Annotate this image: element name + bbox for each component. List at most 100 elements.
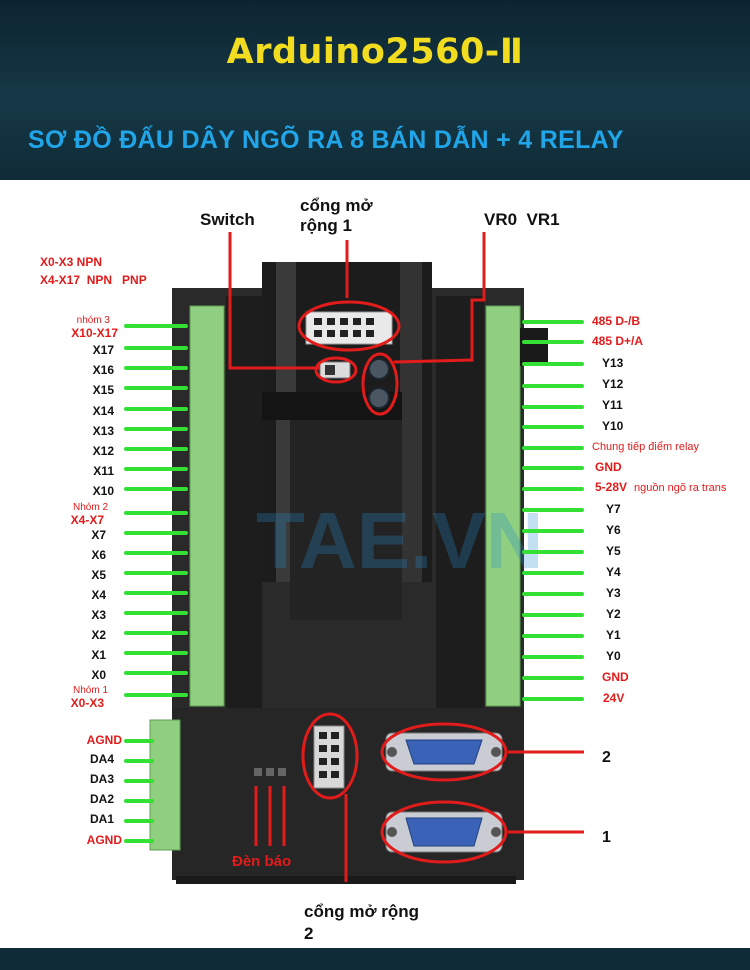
right-pin-wire (522, 571, 584, 575)
right-pin-label: Y4 (606, 565, 621, 579)
left-pin-label: X10-X17 (71, 326, 118, 340)
left-pin-wire (124, 427, 188, 431)
left-pin-wire (124, 531, 188, 535)
right-pin-label: Y5 (606, 544, 621, 558)
expansion-port-2-label: cổng mở rộng 2 (304, 902, 420, 943)
left-pin-wire (124, 651, 188, 655)
db9-1-label: 1 (602, 829, 611, 846)
left-pin-label: X5 (91, 568, 106, 582)
right-pin-label: GND (595, 460, 622, 474)
left-pin-wire (124, 511, 188, 515)
left-pin-label: X6 (91, 548, 106, 562)
watermark: TAE.VN (256, 496, 544, 585)
right-pin-wire (522, 384, 584, 388)
left-pin-label: X11 (93, 464, 114, 478)
footer-bar (0, 948, 750, 970)
right-pin-label: Y13 (602, 356, 624, 370)
left-pin-wire (124, 571, 188, 575)
right-terminal-strip (485, 305, 521, 707)
left-pin-wire (124, 591, 188, 595)
analog-pin-wire (124, 819, 154, 823)
expansion-port-2-connector (313, 725, 345, 789)
left-pin-wire (124, 611, 188, 615)
expansion-port-1-connector (305, 311, 393, 345)
right-pin-wire (522, 466, 584, 470)
page-subtitle: SƠ ĐỒ ĐẤU DÂY NGÕ RA 8 BÁN DẪN + 4 RELAY (28, 126, 624, 154)
right-pin-wire (522, 655, 584, 659)
right-pin-wire (522, 340, 584, 344)
vr-label: VR0 VR1 (484, 210, 560, 229)
right-pin-label: Y3 (606, 586, 621, 600)
header-banner: Arduino2560-Ⅱ SƠ ĐỒ ĐẤU DÂY NGÕ RA 8 BÁN… (0, 0, 750, 180)
left-pin-label: X2 (91, 628, 106, 642)
left-pin-wire (124, 346, 188, 350)
right-pin-label: Y2 (606, 607, 621, 621)
right-pin-wire (522, 613, 584, 617)
right-pin-wire (522, 446, 584, 450)
right-pin-wire (522, 697, 584, 701)
right-pin-wire (522, 405, 584, 409)
right-pin-note: nguồn ngõ ra trans (634, 482, 727, 494)
right-pin-wire (522, 362, 584, 366)
analog-pin-wire (124, 759, 154, 763)
left-pin-wire (124, 447, 188, 451)
left-pin-label: X10 (92, 484, 114, 498)
status-leds (254, 768, 286, 776)
left-pin-label: X4 (91, 588, 106, 602)
left-pin-label: X0-X3 (70, 696, 104, 710)
left-pin-group: nhóm 3 (76, 315, 110, 326)
right-pin-label: Chung tiếp điểm relay (592, 441, 700, 453)
analog-pin-label: DA2 (89, 792, 114, 806)
switch-label: Switch (200, 210, 255, 229)
vr0-knob (368, 358, 390, 380)
left-pin-label: X17 (92, 343, 114, 357)
vr1-knob (368, 387, 390, 409)
analog-pin-label: AGND (86, 833, 122, 847)
expansion-port-1-label: cổng mở rộng 1 (300, 196, 373, 235)
page-title: Arduino2560-Ⅱ (226, 32, 524, 72)
right-pin-label: Y7 (606, 502, 621, 516)
left-terminal-strip (189, 305, 225, 707)
right-pin-wire (522, 508, 584, 512)
right-pin-label: Y10 (602, 419, 624, 433)
left-pin-wire (124, 366, 188, 370)
db9-connector-2 (385, 732, 503, 772)
db9-2-label: 2 (602, 749, 611, 766)
left-pin-wire (124, 631, 188, 635)
input-type-line-2: X4-X17 NPN PNP (40, 273, 147, 287)
analog-pin-wire (124, 739, 154, 743)
input-type-line-1: X0-X3 NPN (40, 255, 103, 269)
left-pin-label: X4-X7 (70, 513, 104, 527)
right-pin-label: 485 D-/B (592, 314, 641, 328)
analog-terminal-strip (149, 719, 181, 851)
right-pin-wire (522, 487, 584, 491)
left-pin-group: Nhóm 2 (72, 502, 108, 513)
left-pin-label: X3 (91, 608, 106, 622)
analog-pin-label: DA1 (89, 812, 114, 826)
right-pin-label: Y0 (606, 649, 621, 663)
db9-connector-1 (385, 811, 503, 853)
left-pin-wire (124, 324, 188, 328)
left-pin-label: X0 (91, 668, 106, 682)
left-pin-label: X15 (92, 383, 114, 397)
left-pin-group: Nhóm 1 (72, 685, 108, 696)
right-pin-wire (522, 425, 584, 429)
right-pin-label: Y12 (602, 377, 624, 391)
left-pin-label: X1 (91, 648, 106, 662)
analog-pin-label: AGND (86, 733, 122, 747)
right-pin-label: 24V (603, 691, 625, 705)
left-pin-label: X16 (92, 363, 114, 377)
left-pin-label: X7 (91, 528, 106, 542)
right-pin-label: GND (602, 670, 629, 684)
left-pin-wire (124, 693, 188, 697)
left-pin-wire (124, 671, 188, 675)
right-pin-wire (522, 592, 584, 596)
right-pin-wire (522, 529, 584, 533)
analog-pin-wire (124, 799, 154, 803)
analog-pin-wire (124, 839, 154, 843)
left-pin-wire (124, 407, 188, 411)
analog-pin-wire (124, 779, 154, 783)
right-pin-wire (522, 550, 584, 554)
right-pin-wire (522, 320, 584, 324)
right-pin-wire (522, 634, 584, 638)
